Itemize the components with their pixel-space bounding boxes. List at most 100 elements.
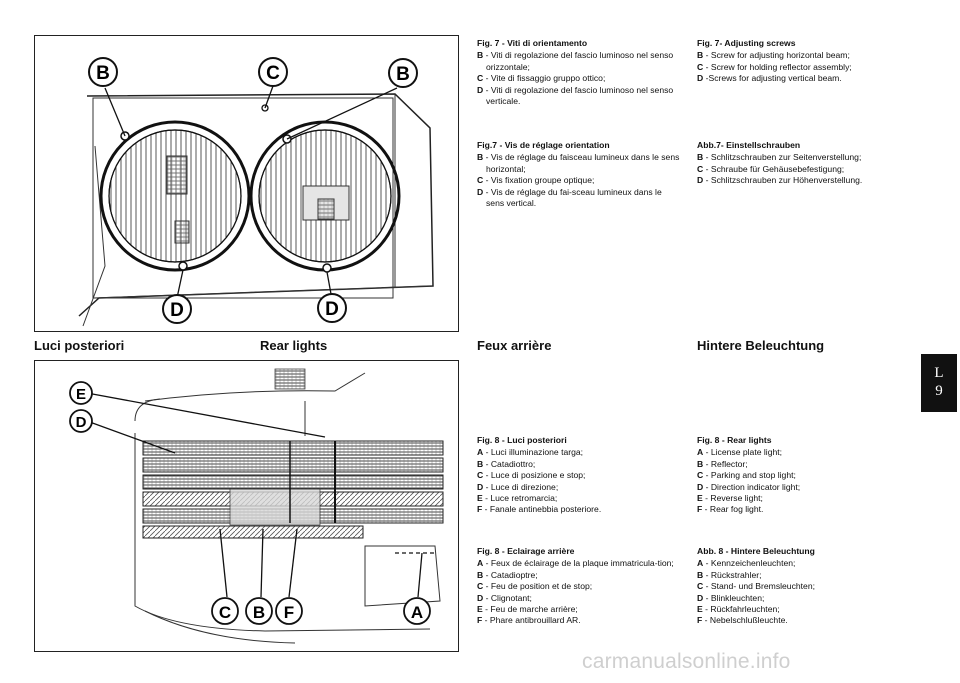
legend-text: - Screw for adjusting horizontal beam; xyxy=(703,50,850,61)
caption: Fig. 8 - Eclairage arrière xyxy=(477,546,575,556)
callout-c: C xyxy=(211,597,239,625)
legend-text: - Catadioptre; xyxy=(483,569,538,580)
legend-item: C - Luce di posizione e stop; xyxy=(477,470,682,481)
figure-8-rear-lights: E D C B F A xyxy=(34,360,459,652)
legend-key: C xyxy=(477,470,484,481)
legend-key: E xyxy=(697,604,703,615)
svg-text:B: B xyxy=(396,64,410,85)
svg-text:B: B xyxy=(253,603,265,622)
legend-key: F xyxy=(477,504,483,515)
caption: Fig. 7 - Viti di orientamento xyxy=(477,38,588,48)
legend-text: - Reverse light; xyxy=(702,493,763,504)
legend-text: - Viti di regolazione del fascio luminos… xyxy=(483,50,674,72)
svg-text:D: D xyxy=(170,300,184,321)
legend-item: E - Reverse light; xyxy=(697,493,902,504)
legend-text: - Reflector; xyxy=(703,458,748,469)
legend-item: F - Rear fog light. xyxy=(697,504,902,515)
legend-key: B xyxy=(477,50,484,61)
legend-key: B xyxy=(697,152,704,163)
legend-item: B - Reflector; xyxy=(697,459,902,470)
legend-text: - Nebelschlußleuchte. xyxy=(702,615,788,626)
legend-item: B - Viti di regolazione del fascio lumin… xyxy=(477,50,682,73)
legend-text: - Luci illuminazione targa; xyxy=(483,447,584,458)
legend-key: D xyxy=(477,84,484,95)
callout-b-left: B xyxy=(88,57,118,87)
legend-key: C xyxy=(697,61,704,72)
legend-text: - Blinkleuchten; xyxy=(703,592,765,603)
legend-text: -Screws for adjusting vertical beam. xyxy=(703,73,842,84)
legend-text: - Direction indicator light; xyxy=(703,481,801,492)
legend-text: - Schlitzschrauben zur Höhenverstellung. xyxy=(703,175,863,186)
legend-text: - Feux de éclairage de la plaque immatri… xyxy=(483,558,674,569)
legend-item: E - Feu de marche arrière; xyxy=(477,604,682,615)
caption: Fig.7 - Vis de réglage orientation xyxy=(477,140,610,150)
legend-key: C xyxy=(477,581,484,592)
legend-text: - Luce di direzione; xyxy=(483,481,559,492)
section-title-en: Rear lights xyxy=(260,338,328,353)
legend-key: B xyxy=(477,458,484,469)
svg-text:C: C xyxy=(219,603,231,622)
legend-text: - Vis fixation groupe optique; xyxy=(483,175,595,186)
legend-key: B xyxy=(477,152,484,163)
section-title-it: Luci posteriori xyxy=(34,338,125,353)
legend-item: D - Clignotant; xyxy=(477,593,682,604)
legend-item: B - Rückstrahler; xyxy=(697,570,902,581)
legend-item: E - Rückfahrleuchten; xyxy=(697,604,902,615)
legend-key: D xyxy=(697,73,704,84)
callout-f: F xyxy=(275,597,303,625)
svg-text:D: D xyxy=(325,299,339,320)
legend-key: B xyxy=(697,458,704,469)
legend-key: E xyxy=(477,493,483,504)
legend-item: A - Feux de éclairage de la plaque immat… xyxy=(477,558,682,569)
legend-item: B - Vis de réglage du faisceau lumineux … xyxy=(477,152,682,175)
legend-key: A xyxy=(697,447,704,458)
legend-key: B xyxy=(697,50,704,61)
legend-item: D - Schlitzschrauben zur Höhenverstellun… xyxy=(697,175,907,186)
legend-text: - Vite di fissaggio gruppo ottico; xyxy=(483,73,606,84)
legend-key: C xyxy=(697,470,704,481)
legend-text: - Catadiottro; xyxy=(483,458,536,469)
watermark: carmanualsonline.info xyxy=(582,650,791,673)
legend-item: C - Parking and stop light; xyxy=(697,470,902,481)
legend-text: - Fanale antinebbia posteriore. xyxy=(482,504,602,515)
section-tab-letter: L xyxy=(934,365,944,381)
legend-key: D xyxy=(697,481,704,492)
caption: Abb.7- Einstellschrauben xyxy=(697,140,801,150)
legend-item: A - Luci illuminazione targa; xyxy=(477,447,682,458)
legend-item: F - Fanale antinebbia posteriore. xyxy=(477,504,682,515)
legend-item: C - Feu de position et de stop; xyxy=(477,581,682,592)
legend-key: B xyxy=(697,569,704,580)
callout-a: A xyxy=(403,597,431,625)
svg-text:D: D xyxy=(76,414,87,431)
legend-item: F - Nebelschlußleuchte. xyxy=(697,615,902,626)
caption: Abb. 8 - Hintere Beleuchtung xyxy=(697,546,815,556)
legend-key: D xyxy=(477,481,484,492)
caption: Fig. 7- Adjusting screws xyxy=(697,38,796,48)
legend-item: B - Catadiottro; xyxy=(477,459,682,470)
fig8-text-fr: Fig. 8 - Eclairage arrière A - Feux de éc… xyxy=(477,546,682,627)
svg-text:C: C xyxy=(266,63,280,84)
legend-item: A - License plate light; xyxy=(697,447,902,458)
legend-key: F xyxy=(477,615,483,626)
legend-key: C xyxy=(477,175,484,186)
legend-item: C - Stand- und Bremsleuchten; xyxy=(697,581,902,592)
callout-b: B xyxy=(245,597,273,625)
legend-text: - Feu de position et de stop; xyxy=(483,581,593,592)
callout-d-right: D xyxy=(317,293,347,323)
legend-item: B - Catadioptre; xyxy=(477,570,682,581)
legend-item: B - Screw for adjusting horizontal beam; xyxy=(697,50,902,61)
legend-text: - Phare antibrouillard AR. xyxy=(482,615,581,626)
legend-key: C xyxy=(697,163,704,174)
legend-text: - Luce retromarcia; xyxy=(482,493,558,504)
callout-e: E xyxy=(69,381,93,405)
legend-text: - Vis de réglage du fai-sceau lumineux d… xyxy=(483,186,662,209)
legend-item: C - Vite di fissaggio gruppo ottico; xyxy=(477,73,682,84)
legend-key: D xyxy=(477,186,484,197)
section-title-de: Hintere Beleuchtung xyxy=(697,338,825,353)
legend-key: F xyxy=(697,504,703,515)
figure-7-headlights: B C B D D xyxy=(34,35,459,332)
svg-text:A: A xyxy=(411,603,423,622)
